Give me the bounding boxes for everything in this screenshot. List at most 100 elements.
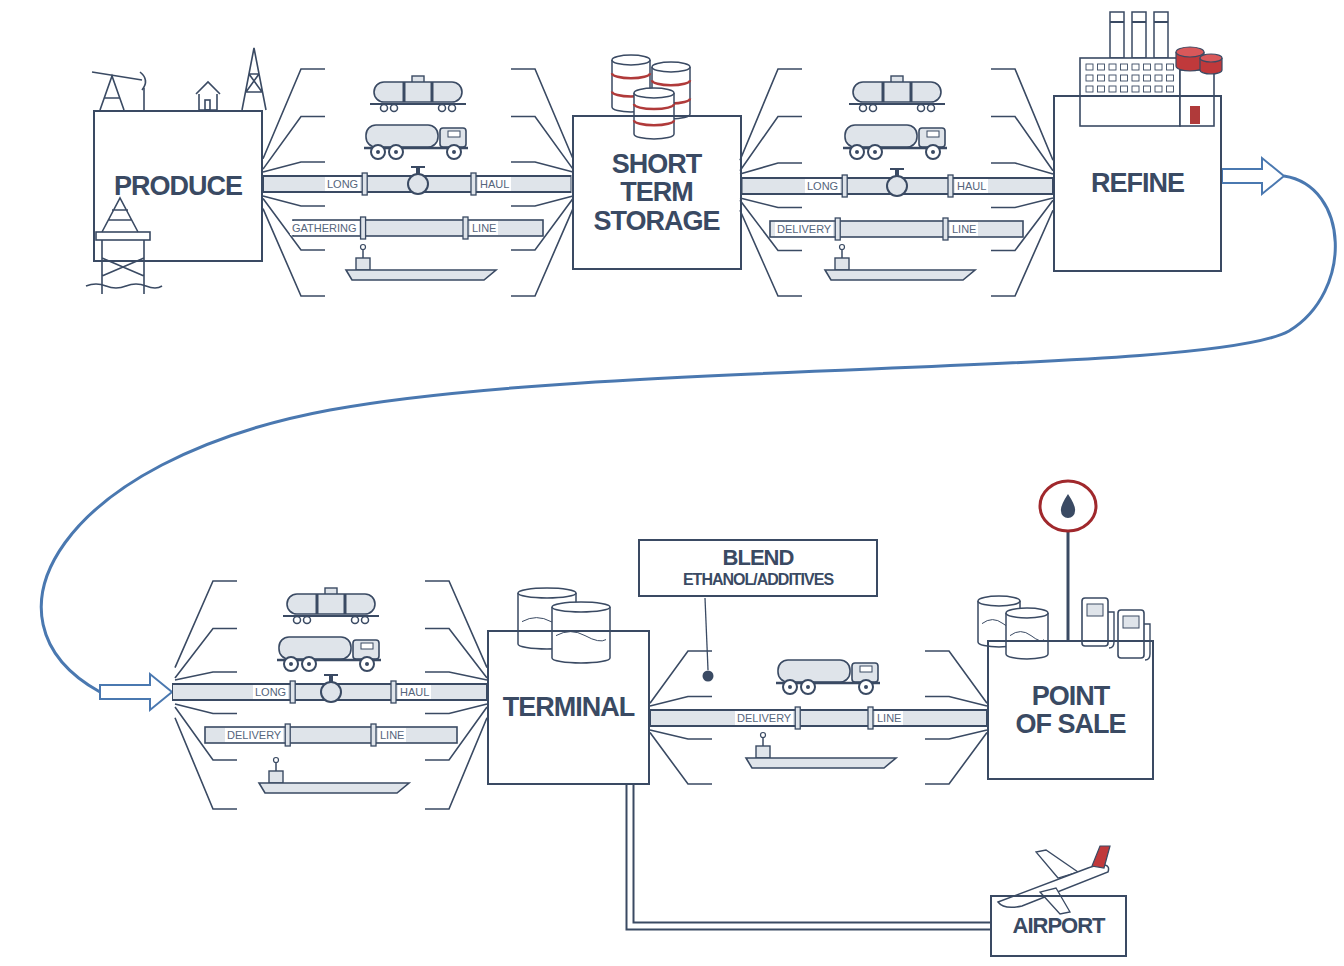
valve <box>887 176 907 196</box>
window <box>448 131 460 137</box>
hub <box>788 685 792 689</box>
drum-top <box>1006 608 1048 618</box>
band <box>431 82 434 102</box>
bridge <box>356 258 370 270</box>
wheel <box>926 145 940 159</box>
drum-band <box>652 80 690 85</box>
tank <box>845 125 917 147</box>
process-box: REFINE <box>1053 95 1222 272</box>
window <box>1144 86 1151 92</box>
supply-line-outline <box>630 785 990 926</box>
pipeline-label: DELIVERY <box>775 222 833 236</box>
wheel <box>860 105 867 112</box>
chimney-band <box>1132 21 1146 23</box>
hub <box>873 150 877 154</box>
pipe-flange <box>835 218 840 240</box>
lane-line <box>511 69 573 159</box>
pumpjack-beam <box>92 72 142 80</box>
lane-line <box>175 629 237 679</box>
lane-line <box>425 704 487 714</box>
lane-line <box>511 162 573 172</box>
lane-line <box>925 651 987 703</box>
house-door <box>205 100 210 110</box>
derrick <box>242 48 266 110</box>
sign-pole <box>1067 532 1070 640</box>
pump-hose <box>1144 624 1150 660</box>
wheel <box>389 145 403 159</box>
window <box>1086 64 1093 70</box>
lane-line <box>425 581 487 668</box>
wheel <box>850 145 864 159</box>
lane-line <box>263 162 325 172</box>
window <box>927 131 939 137</box>
wheel <box>870 105 877 112</box>
window <box>1167 86 1174 92</box>
wheel <box>447 145 461 159</box>
hull <box>346 270 496 280</box>
window <box>1144 64 1151 70</box>
pump-hose <box>1108 612 1114 648</box>
drum-top <box>978 596 1020 606</box>
pipe-flange <box>361 217 366 239</box>
pipe-flange <box>371 724 376 746</box>
pumpjack-rod <box>143 88 145 110</box>
sign <box>1040 481 1096 531</box>
tank <box>366 125 438 147</box>
tank <box>287 594 375 614</box>
window <box>1098 86 1105 92</box>
process-box: AIRPORT <box>990 895 1127 957</box>
rig-legs <box>102 240 144 294</box>
pump-screen <box>1123 616 1139 628</box>
window <box>361 643 373 649</box>
rail-tank-car <box>849 76 945 112</box>
window <box>1109 64 1116 70</box>
pipeline-label: DELIVERY <box>225 728 283 742</box>
wheel <box>391 105 398 112</box>
window <box>1086 86 1093 92</box>
refinery <box>1080 12 1222 126</box>
lane-line <box>175 704 237 714</box>
drum-top <box>552 602 610 612</box>
pipeline-label: LINE <box>875 711 903 725</box>
pipe-flange <box>868 707 873 729</box>
lane-line <box>925 697 987 707</box>
window <box>1155 75 1162 81</box>
process-box: TERMINAL <box>487 630 650 785</box>
wheel <box>449 105 456 112</box>
box-title: BLEND <box>723 546 794 569</box>
process-box: PRODUCE <box>93 110 263 262</box>
light <box>761 733 766 738</box>
pumpjack-frame <box>100 76 124 110</box>
box-title: REFINE <box>1091 169 1184 197</box>
lane-line <box>263 69 325 159</box>
rig-derrick <box>102 198 138 232</box>
wheel <box>868 145 882 159</box>
tanker-truck <box>364 125 468 159</box>
hub <box>307 662 311 666</box>
tank-level <box>556 632 606 641</box>
pipeline-label: LINE <box>470 221 498 235</box>
pipeline <box>770 221 1023 237</box>
supply-line <box>630 785 990 926</box>
window <box>1121 75 1128 81</box>
bridge <box>269 771 283 783</box>
hull <box>746 758 896 768</box>
wheel <box>352 617 359 624</box>
pipeline-label: HAUL <box>955 179 988 193</box>
fuel-pump <box>1082 598 1108 646</box>
pipeline-label: GATHERING <box>290 221 359 235</box>
drum-top <box>518 588 576 598</box>
pipe-flange <box>948 175 953 197</box>
window <box>1109 75 1116 81</box>
wheel <box>918 105 925 112</box>
wheel <box>294 617 301 624</box>
process-box: POINT OF SALE <box>987 640 1154 780</box>
pipe-fill <box>651 711 986 725</box>
window <box>1167 64 1174 70</box>
chimney-band <box>1154 21 1168 23</box>
pipe-outline <box>172 683 487 701</box>
storage-drum <box>552 602 610 663</box>
pipe-outline <box>650 709 987 727</box>
pipe-flange <box>943 218 948 240</box>
